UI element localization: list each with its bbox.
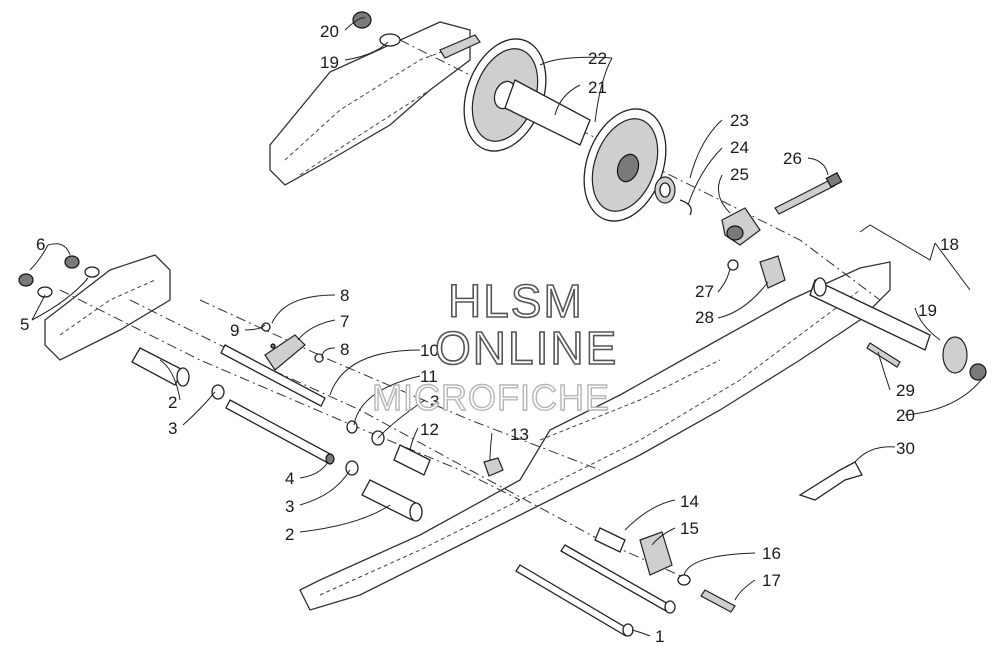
callout-15: 15 — [680, 519, 699, 538]
callout-5: 5 — [20, 315, 29, 334]
callout-10: 10 — [420, 341, 439, 360]
lock-nut — [483, 457, 504, 477]
callout-7: 7 — [340, 312, 349, 331]
leader-lines — [29, 17, 986, 637]
bolt-and-bracket — [798, 342, 901, 501]
callout-3-left: 3 — [168, 419, 177, 438]
callout-3-bottom: 3 — [285, 497, 294, 516]
bearing-and-block — [654, 176, 761, 246]
callout-3-mid: 3 — [430, 392, 439, 411]
left-rail — [44, 254, 171, 361]
callout-17: 17 — [762, 571, 781, 590]
callout-30: 30 — [896, 439, 915, 458]
callout-27: 27 — [695, 282, 714, 301]
idler-wheel-assembly — [463, 38, 667, 222]
main-rail — [299, 261, 891, 611]
callout-4: 4 — [285, 469, 294, 488]
upper-rail — [269, 21, 471, 186]
callout-19-right: 19 — [918, 301, 937, 320]
callout-20-top: 20 — [320, 22, 339, 41]
long-bolts — [515, 544, 676, 637]
callout-9: 9 — [230, 321, 239, 340]
callout-23: 23 — [730, 111, 749, 130]
clamp-and-nut — [727, 255, 786, 289]
callout-labels: 20 19 22 21 23 24 25 26 18 6 5 8 7 9 8 1… — [20, 22, 959, 646]
callout-22: 22 — [588, 49, 607, 68]
watermark: HLSM ONLINE MICROFICHE — [371, 274, 618, 419]
callout-8-top: 8 — [340, 286, 349, 305]
watermark-line-3: MICROFICHE — [372, 377, 610, 418]
callout-11: 11 — [420, 367, 438, 386]
callout-2-bottom: 2 — [285, 525, 294, 544]
callout-13: 13 — [510, 425, 529, 444]
long-bolt — [774, 171, 843, 215]
spacers-and-shafts — [131, 322, 431, 522]
left-nuts-and-washers — [18, 255, 100, 298]
callout-8-bottom: 8 — [340, 340, 349, 359]
top-cap-and-washer — [352, 11, 481, 59]
callout-14: 14 — [680, 492, 699, 511]
callout-25: 25 — [730, 165, 749, 184]
callout-12: 12 — [420, 420, 439, 439]
callout-20-right: 20 — [896, 406, 915, 425]
callout-19-top: 19 — [320, 53, 339, 72]
callout-16: 16 — [762, 544, 781, 563]
callout-24: 24 — [730, 138, 749, 157]
watermark-line-2: ONLINE — [435, 322, 618, 374]
axle-assembly — [809, 277, 987, 381]
callout-18: 18 — [940, 235, 959, 254]
callout-29: 29 — [896, 381, 915, 400]
callout-26: 26 — [783, 149, 802, 168]
callout-21: 21 — [588, 78, 607, 97]
callout-28: 28 — [695, 308, 714, 327]
callout-1: 1 — [655, 627, 664, 646]
watermark-line-1: HLSM — [448, 275, 584, 327]
callout-6: 6 — [36, 235, 45, 254]
lower-hardware — [594, 527, 736, 613]
callout-2-top: 2 — [168, 393, 177, 412]
